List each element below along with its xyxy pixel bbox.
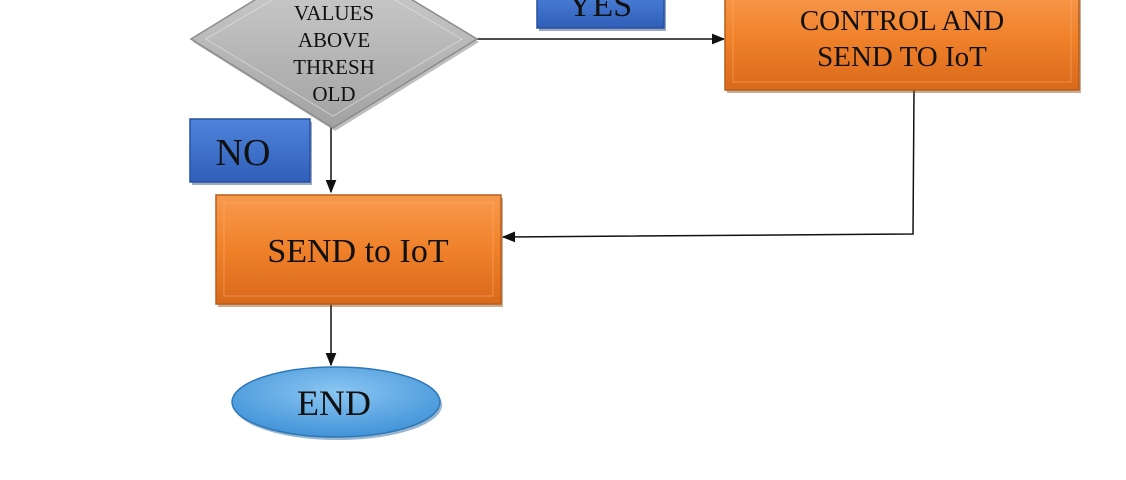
end-terminator: END xyxy=(231,366,442,440)
no-label: NO xyxy=(189,118,312,185)
control-and-send-process: CONTROL AND SEND TO IoT xyxy=(724,0,1081,93)
yes-label: YES xyxy=(536,0,666,31)
decision-line-1: VALUES xyxy=(294,1,374,25)
connector-control-to-send xyxy=(501,89,915,243)
control-process-line-2: SEND TO IoT xyxy=(817,41,987,73)
decision-line-2: ABOVE xyxy=(298,28,370,52)
decision-line-3: THRESH xyxy=(293,55,375,79)
control-process-line-1: CONTROL AND xyxy=(800,5,1004,37)
no-label-text: NO xyxy=(216,132,271,174)
send-to-iot-process: SEND to IoT xyxy=(215,194,503,307)
end-text: END xyxy=(297,383,371,423)
yes-label-text: YES xyxy=(568,0,632,24)
decision-diamond: VALUES ABOVE THRESH OLD xyxy=(189,0,479,131)
send-process-text: SEND to IoT xyxy=(267,233,449,270)
decision-line-4: OLD xyxy=(312,82,355,106)
